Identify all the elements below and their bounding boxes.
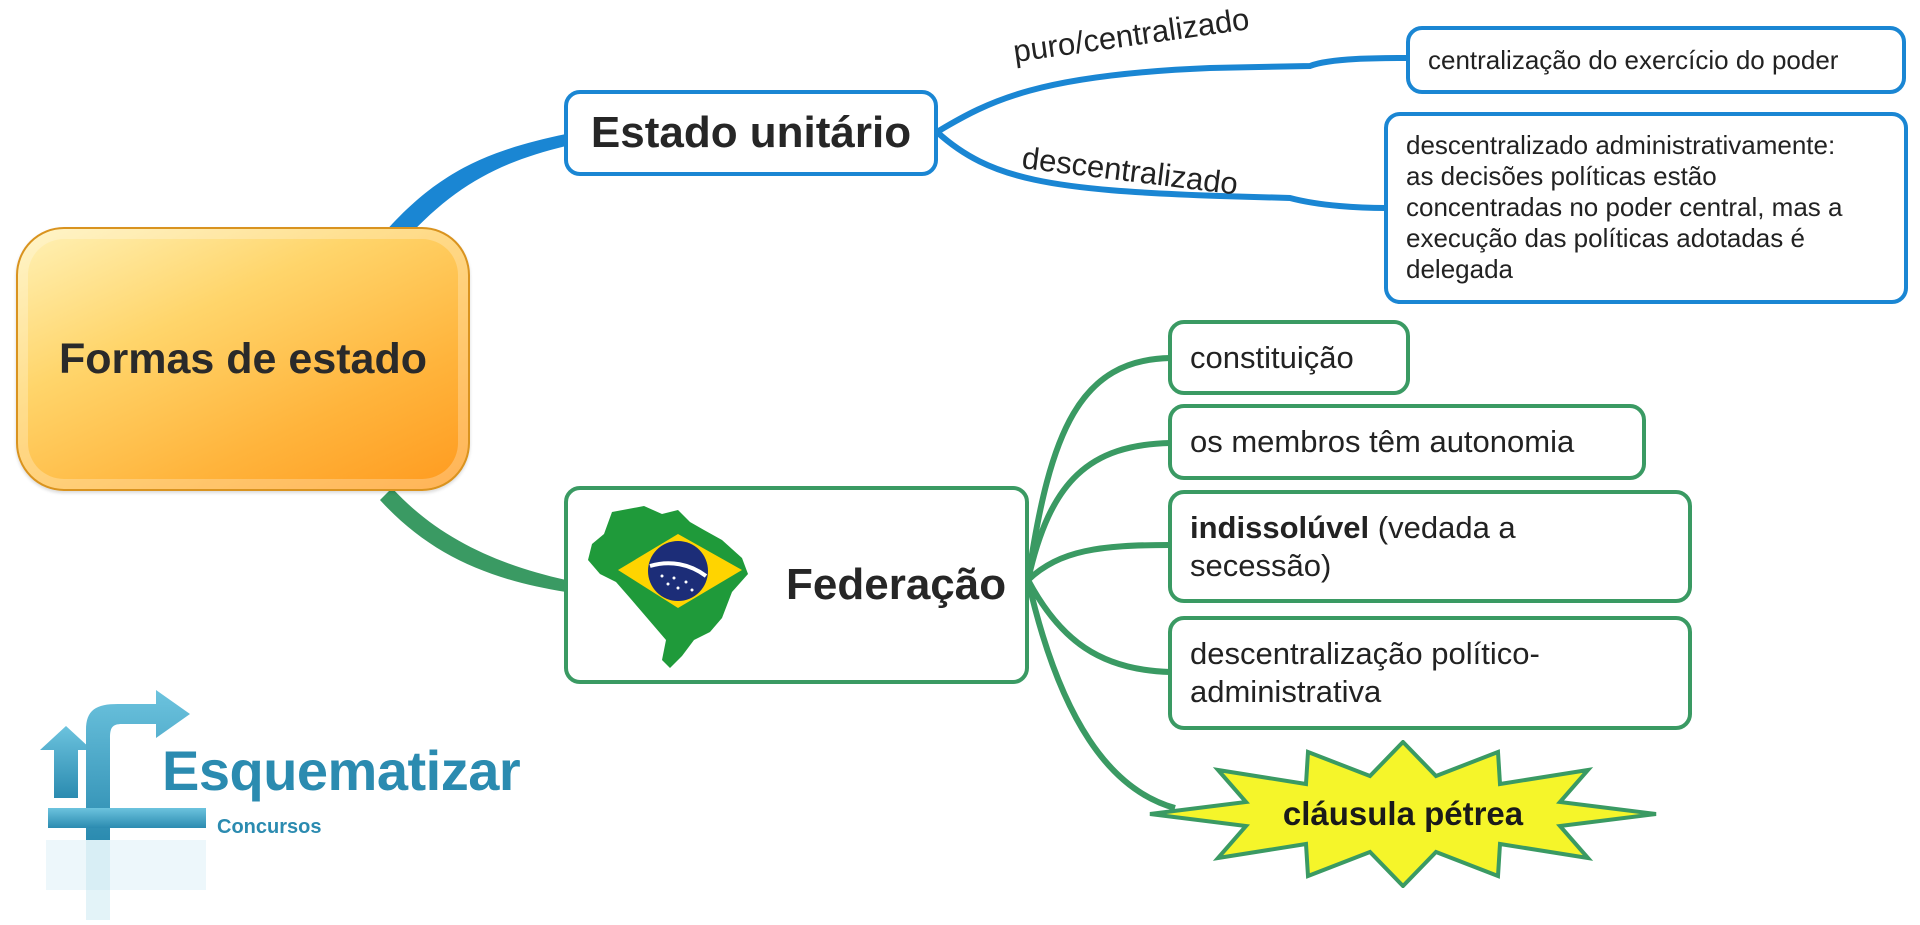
clausula-petrea-burst[interactable] [1148,740,1658,888]
branch-unitario-centralizado [935,55,1409,135]
branch-fed-descentralizacao [1025,578,1171,675]
leaf-constituicao-label: constituição [1190,339,1354,375]
leaf-indissoluvel-line2: secessão) [1190,547,1332,583]
federacao-label: Federação [786,560,1007,609]
leaf-descentralizacao-politico[interactable]: descentralização político- administrativ… [1168,616,1692,730]
text-line: concentradas no poder central, mas a [1406,192,1843,222]
logo-name: Esquematizar [162,739,521,802]
branch-fed-clausula [1025,579,1176,811]
branch-fed-constituicao [1025,355,1171,581]
node-federacao[interactable]: Federação [564,486,1029,684]
leaf-indissoluvel-bold: indissolúvel [1190,509,1370,545]
esquematizar-arrow-logo-icon [40,690,206,920]
branch-unitario-descentralizado [934,129,1387,211]
branch-root-federacao [380,488,566,592]
leaf-indissoluvel-line1: indissolúvel (vedada a [1190,509,1516,547]
leaf-indissoluvel-rest: (vedada a [1369,509,1516,545]
branch-fed-indissoluvel [1025,542,1171,583]
leaf-autonomia-label: os membros têm autonomia [1190,424,1575,459]
leaf-descentralizacao-line2: administrativa [1190,674,1382,709]
leaf-indissoluvel[interactable]: indissolúvel (vedada a secessão) [1168,490,1692,603]
branch-root-unitario [385,134,566,240]
leaf-centralizacao-label: centralização do exercício do poder [1428,45,1839,75]
leaf-constituicao[interactable]: constituição [1168,320,1410,395]
text-line: delegada [1406,254,1513,284]
leaf-descentralizacao-line1: descentralização político- [1190,636,1540,671]
text-line: descentralizado administrativamente: [1406,130,1836,160]
logo-sub: Concursos [217,816,322,838]
clausula-petrea-label: cláusula pétrea [1282,795,1524,832]
root-node[interactable]: Formas de estado [16,227,470,491]
brazil-flag-map-icon [588,506,748,668]
root-label: Formas de estado [59,334,427,383]
node-estado-unitario[interactable]: Estado unitário [564,90,938,176]
leaf-descentralizado-administrativamente[interactable]: descentralizado administrativamente: as … [1384,112,1908,304]
text-line: execução das políticas adotadas é [1406,223,1805,253]
estado-unitario-label: Estado unitário [590,108,912,157]
leaf-autonomia[interactable]: os membros têm autonomia [1168,404,1646,480]
text-line: as decisões políticas estão [1406,161,1717,191]
branch-fed-autonomia [1025,440,1171,581]
leaf-centralizacao[interactable]: centralização do exercício do poder [1406,26,1906,94]
